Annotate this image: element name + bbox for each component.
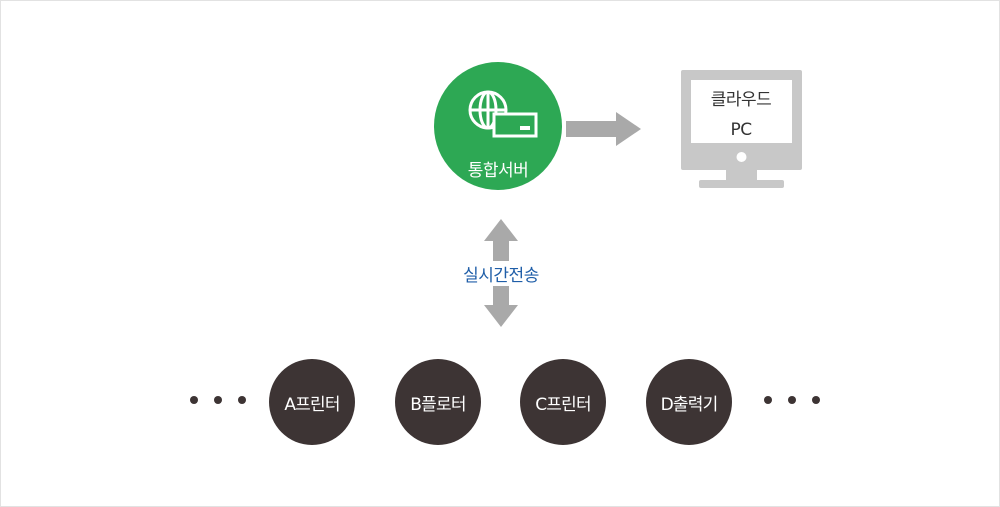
cloud-pc-label-line2: PC	[730, 120, 752, 140]
server-label: 통합서버	[467, 161, 529, 181]
cloud-pc-label: 클라우드 PC	[691, 85, 791, 145]
realtime-transfer-label: 실시간전송	[441, 261, 561, 286]
integrated-server-node: 통합서버	[434, 62, 562, 190]
monitor-icon	[681, 70, 802, 188]
cloud-pc-label-line1: 클라우드	[710, 90, 772, 110]
dot	[190, 396, 198, 404]
arrow-right-icon	[566, 112, 641, 146]
dot	[812, 396, 820, 404]
device-node-c-printer: C프린터	[520, 359, 606, 445]
ellipsis-right	[764, 396, 820, 404]
device-node-a-printer: A프린터	[269, 359, 355, 445]
dot	[214, 396, 222, 404]
globe-card-icon	[468, 90, 538, 138]
bidirectional-arrow-icon	[484, 219, 518, 327]
device-node-b-plotter: B플로터	[395, 359, 481, 445]
ellipsis-left	[190, 396, 246, 404]
dot	[764, 396, 772, 404]
dot	[238, 396, 246, 404]
dot	[788, 396, 796, 404]
device-node-d-output: D출력기	[646, 359, 732, 445]
